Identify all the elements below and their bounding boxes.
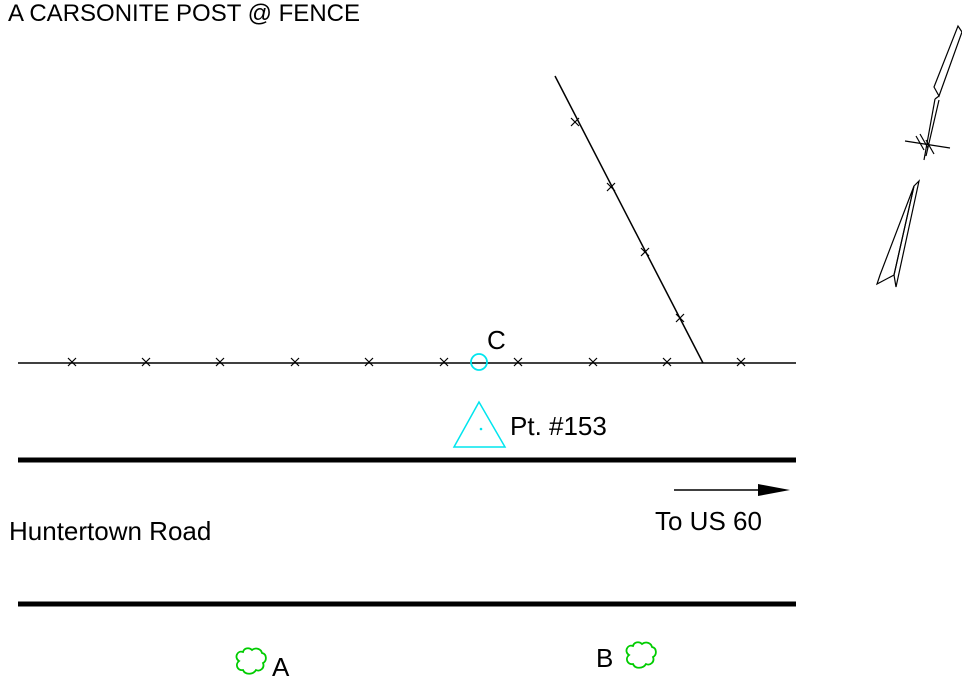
monument-circle-icon: [470, 353, 488, 371]
tree-b-icon: [625, 641, 657, 669]
control-point-dot: [479, 427, 483, 431]
north-arrow-icon: [875, 24, 962, 288]
road-label: Huntertown Road: [9, 516, 211, 546]
fence-x-mark-icon: [364, 357, 374, 367]
control-point-label: Pt. #153: [510, 411, 607, 441]
direction-arrow-head-icon: [758, 484, 790, 496]
fence-x-mark-icon: [736, 357, 746, 367]
control-point-triangle-icon: [452, 400, 507, 448]
fence-x-mark-icon: [570, 117, 580, 127]
fence-x-mark-icon: [513, 357, 523, 367]
direction-label: To US 60: [655, 506, 762, 536]
tree-a-label: A: [272, 652, 290, 681]
fence-x-mark-icon: [215, 357, 225, 367]
fence-marks-diagonal: [570, 117, 685, 323]
fence-marks-horizontal: [67, 357, 746, 367]
sketch-title: A CARSONITE POST @ FENCE: [8, 0, 360, 27]
fence-x-mark-icon: [290, 357, 300, 367]
fence-x-mark-icon: [662, 357, 672, 367]
fence-x-mark-icon: [588, 357, 598, 367]
tree-b-label: B: [596, 643, 613, 673]
fence-x-mark-icon: [67, 357, 77, 367]
fence-line-diagonal: [554, 75, 704, 364]
fence-x-mark-icon: [439, 357, 449, 367]
fence-x-mark-icon: [606, 182, 616, 192]
fence-x-mark-icon: [675, 313, 685, 323]
fence-x-mark-icon: [141, 357, 151, 367]
monument-label: C: [487, 325, 506, 355]
fence-x-mark-icon: [640, 247, 650, 257]
tree-a-icon: [235, 647, 267, 675]
